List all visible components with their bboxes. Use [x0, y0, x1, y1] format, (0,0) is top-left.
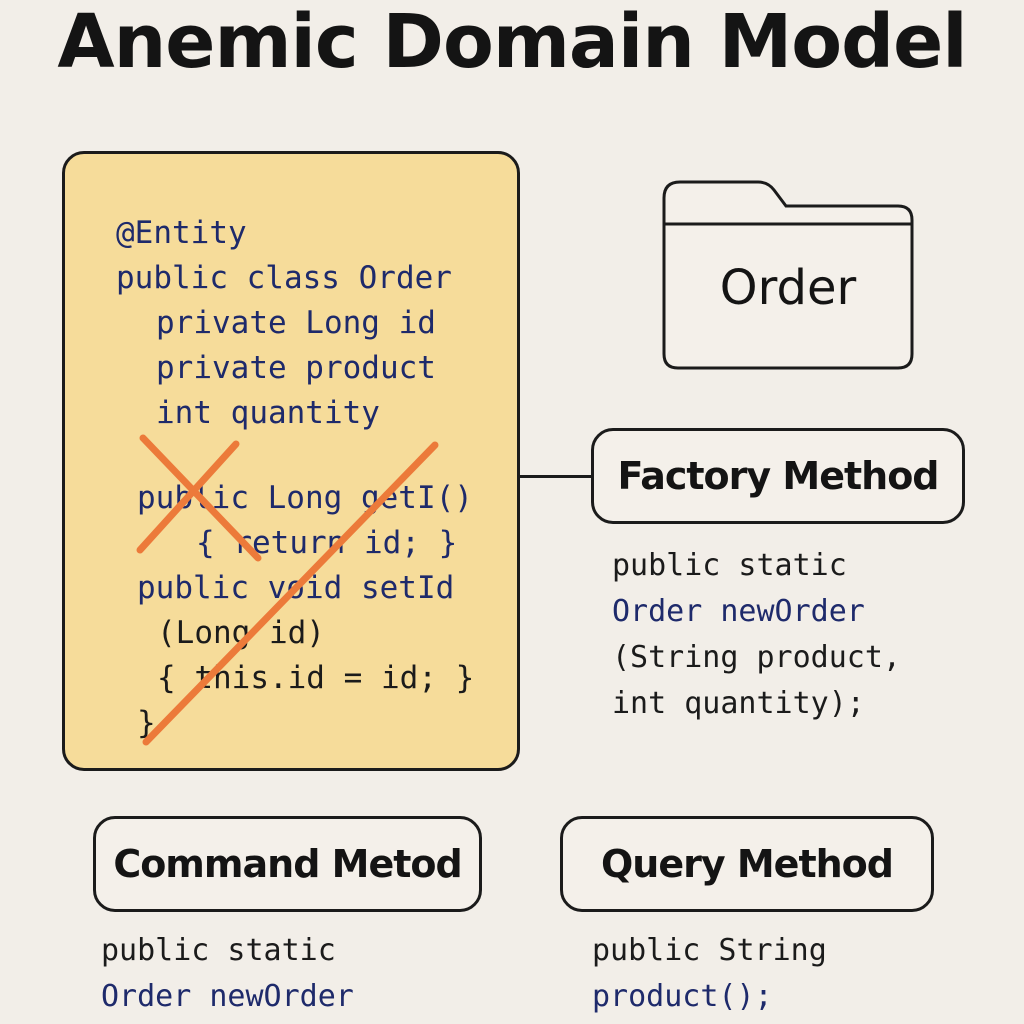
factory-code-line-2: Order newOrder [612, 594, 865, 629]
command-code-line-1: public static [101, 933, 336, 968]
factory-code-line-4: int quantity); [612, 686, 865, 721]
factory-code-line-3: (String product, [612, 640, 901, 675]
folder-label: Order [719, 260, 857, 316]
code-line-setter-body: { this.id = id; } [157, 660, 475, 696]
code-line-setter-signature: public void setId [137, 570, 455, 606]
factory-code-line-1: public static [612, 548, 847, 583]
code-line-setter-param: (Long id) [157, 615, 325, 651]
query-code-line-2: product(); [592, 979, 773, 1014]
query-code-line-1: public String [592, 933, 827, 968]
query-method-box: Query Method [560, 816, 934, 912]
command-code-line-2: Order newOrder [101, 979, 354, 1014]
folder-icon [662, 180, 914, 370]
code-line-field-product: private product [156, 350, 436, 386]
code-line-getter-signature: public Long getI() [137, 480, 473, 516]
code-line-closing-brace: } [137, 705, 156, 741]
code-line-getter-body: { return id; } [196, 525, 458, 561]
connector-line [520, 475, 593, 478]
command-method-box: Command Metod [93, 816, 482, 912]
page-title: Anemic Domain Model [57, 0, 967, 85]
code-line-class-declaration: public class Order [116, 260, 452, 296]
code-line-annotation: @Entity [116, 215, 247, 251]
factory-method-box: Factory Method [591, 428, 965, 524]
code-line-field-quantity: int quantity [156, 395, 380, 431]
code-line-field-id: private Long id [156, 305, 436, 341]
